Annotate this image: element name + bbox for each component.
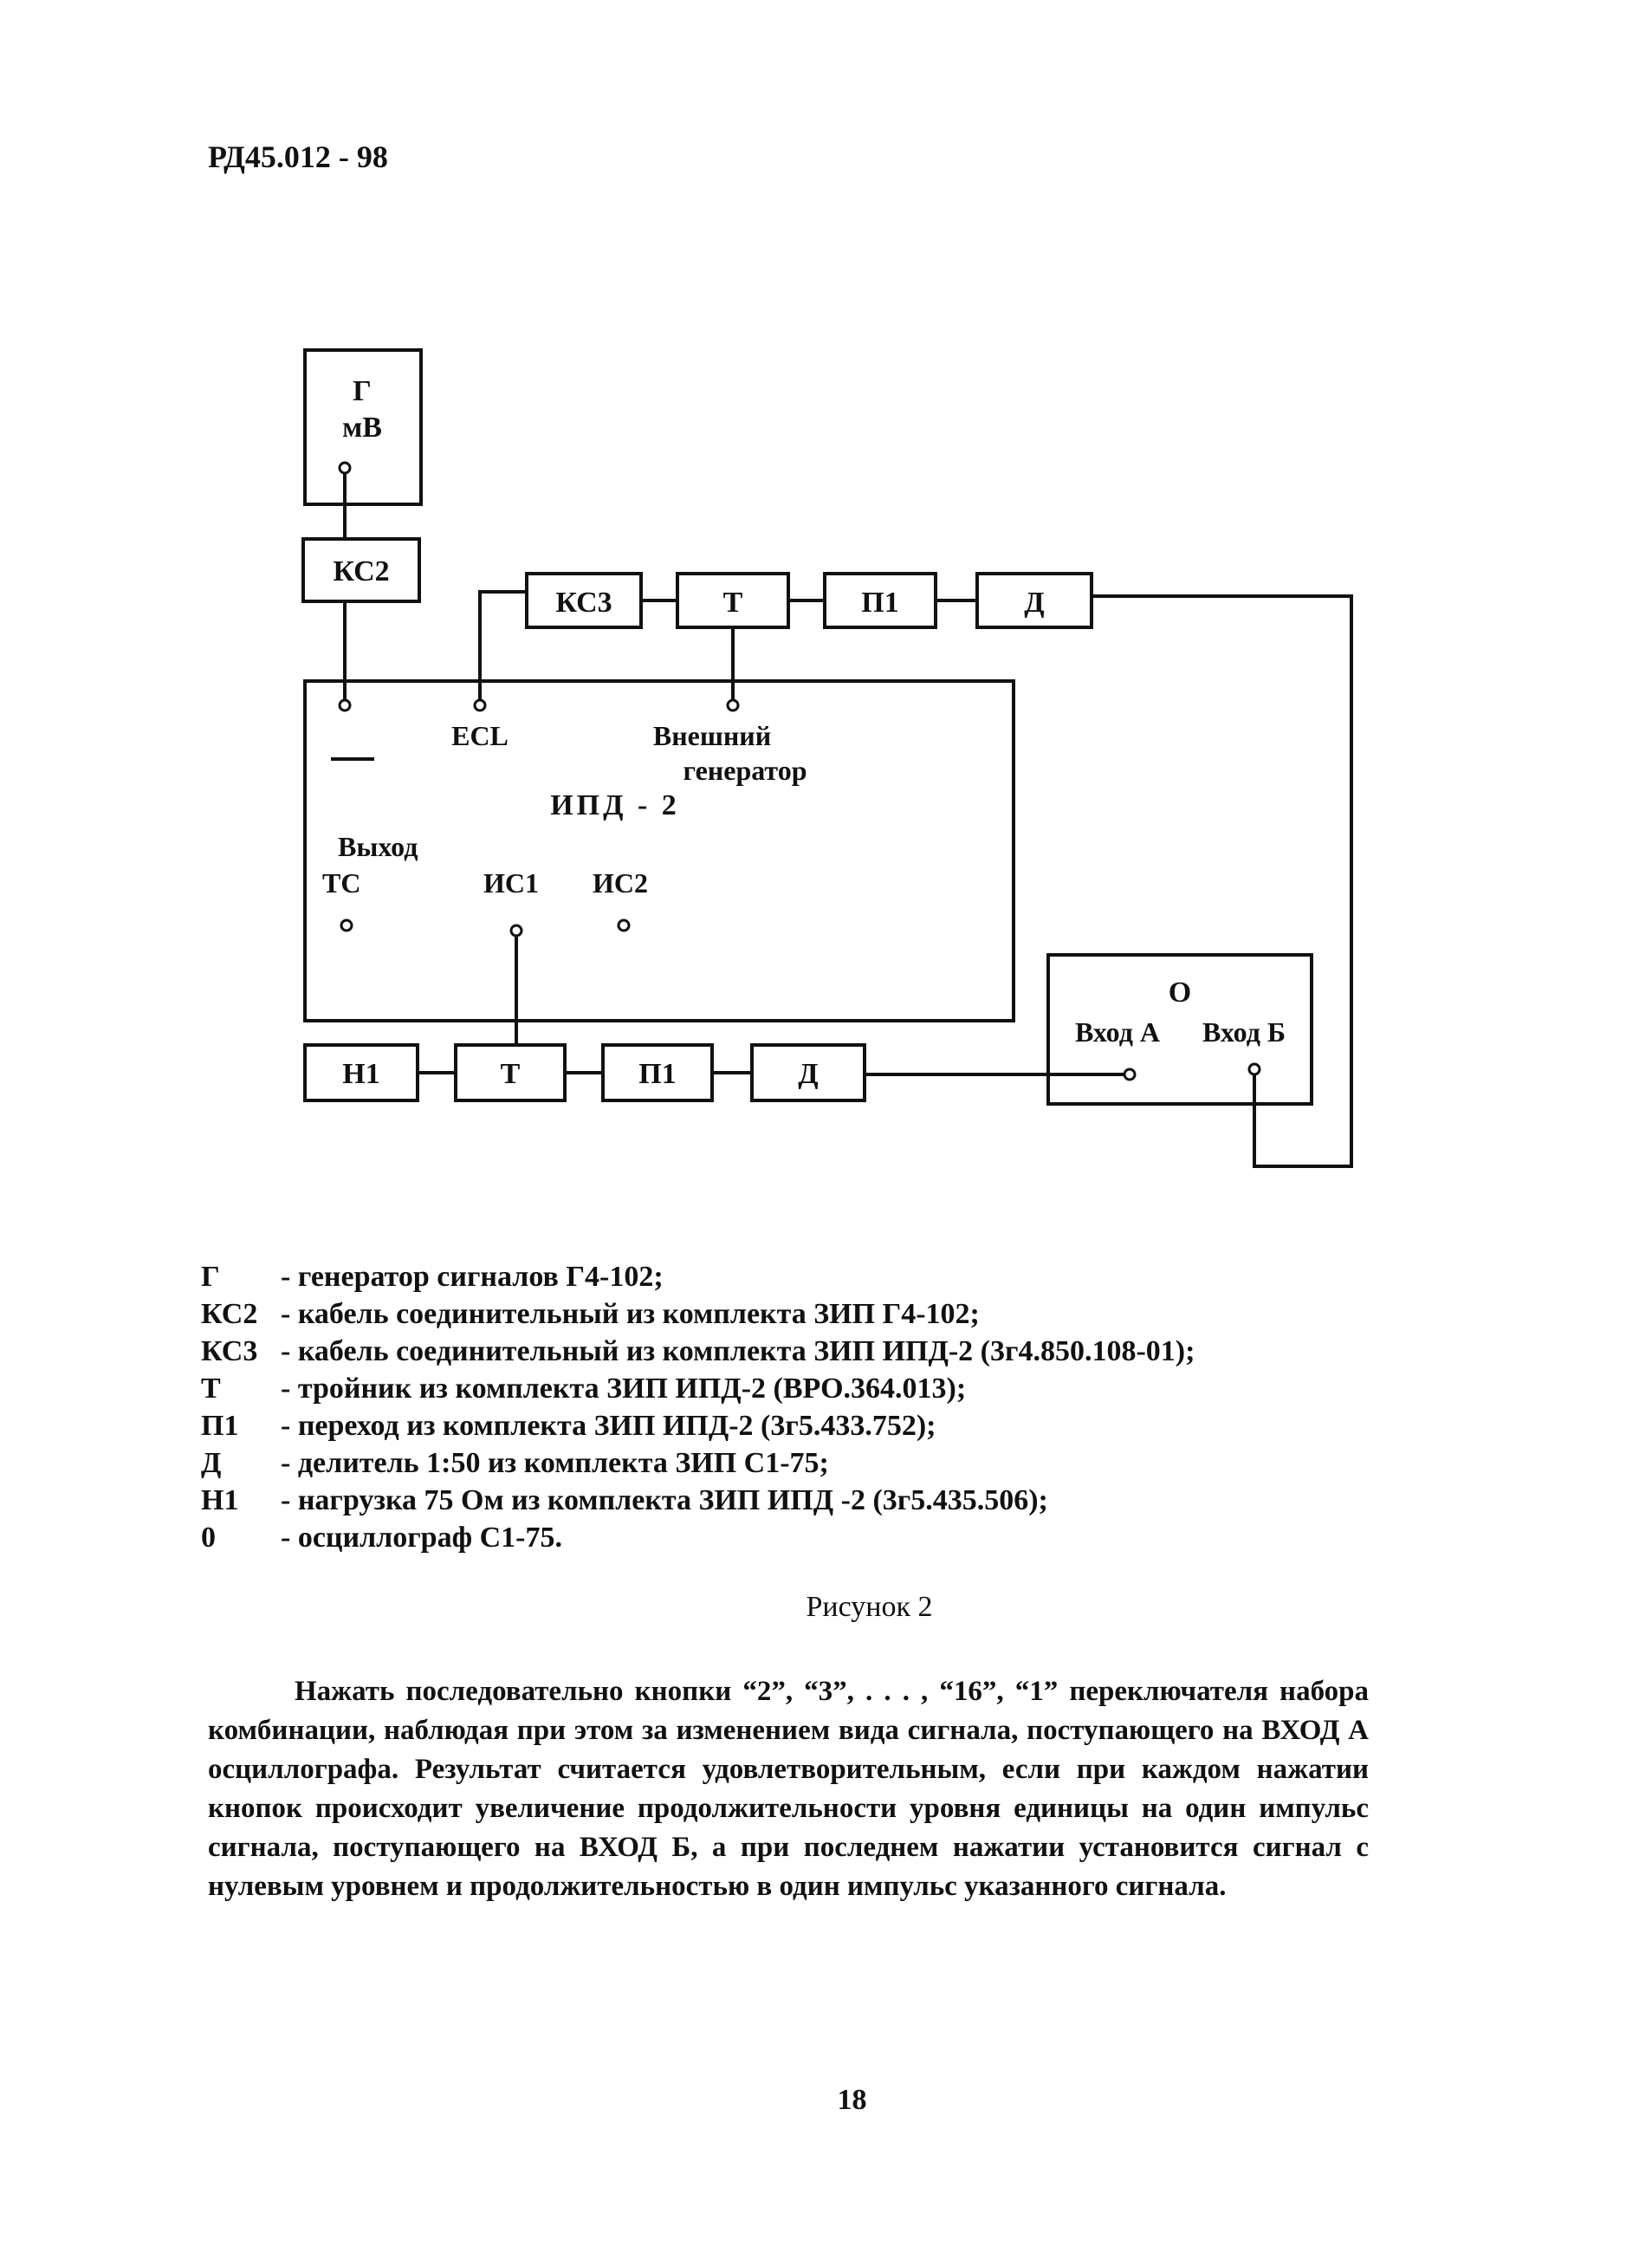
legend-text: - осциллограф С1-75. [281, 1522, 562, 1554]
legend-row: КС2 - кабель соединительный из комплекта… [201, 1295, 1195, 1333]
ipd2-box [303, 679, 1015, 1022]
output-label-2: ТС [322, 867, 360, 899]
generator-box [303, 348, 423, 506]
n1-label: Н1 [342, 1058, 379, 1090]
legend-symbol: КС3 [201, 1335, 258, 1367]
page-number: 18 [837, 2084, 867, 2116]
ext-gen-label-1: Внешний [653, 720, 771, 751]
legend-symbol: П1 [201, 1410, 239, 1442]
legend-text: - нагрузка 75 Ом из комплекта ЗИП ИПД -2… [281, 1484, 1048, 1516]
legend-text: - тройник из комплекта ЗИП ИПД-2 (ВРО.36… [281, 1373, 967, 1405]
is1-label: ИС1 [483, 867, 539, 899]
body-paragraph: Нажать последовательно кнопки “2”, “3”, … [208, 1676, 1369, 1902]
legend-symbol: Г [201, 1261, 220, 1293]
bottom-tee-label: Т [501, 1058, 521, 1090]
generator-label-2: мВ [342, 412, 382, 444]
top-p1-label: П1 [861, 587, 898, 619]
legend-symbol: 0 [201, 1522, 216, 1554]
bottom-d-label: Д [798, 1058, 818, 1090]
legend-text: - генератор сигналов Г4-102; [281, 1261, 664, 1293]
is2-label: ИС2 [593, 867, 648, 899]
legend-text: - кабель соединительный из комплекта ЗИП… [281, 1298, 980, 1330]
figure-caption: Рисунок 2 [806, 1591, 933, 1623]
oscilloscope-box [1046, 953, 1313, 1106]
legend-text: - кабель соединительный из комплекта ЗИП… [281, 1335, 1195, 1367]
legend-row: 0 - осциллограф С1-75. [201, 1519, 1195, 1556]
legend-symbol: Д [201, 1447, 222, 1479]
legend-row: КС3 - кабель соединительный из комплекта… [201, 1333, 1195, 1370]
legend-row: Н1 - нагрузка 75 Ом из комплекта ЗИП ИПД… [201, 1482, 1195, 1519]
ecl-label: ECL [451, 720, 509, 751]
legend-symbol: Н1 [201, 1484, 239, 1516]
legend-symbol: Т [201, 1373, 221, 1405]
wires [331, 471, 1353, 1168]
ipd2-title: ИПД - 2 [550, 789, 680, 821]
legend-text: - делитель 1:50 из комплекта ЗИП С1-75; [281, 1447, 829, 1479]
output-label-1: Выход [338, 831, 418, 862]
terminals [338, 461, 1261, 1081]
bottom-p1-label: П1 [638, 1058, 676, 1090]
legend: Г - генератор сигналов Г4-102; КС2 - каб… [201, 1258, 1195, 1556]
legend-row: П1 - переход из комплекта ЗИП ИПД-2 (3г5… [201, 1407, 1195, 1444]
legend-row: Г - генератор сигналов Г4-102; [201, 1258, 1195, 1295]
generator-label-1: Г [353, 375, 372, 407]
top-tee-label: Т [723, 587, 743, 619]
ks3-label: КС3 [555, 587, 612, 619]
legend-text: - переход из комплекта ЗИП ИПД-2 (3г5.43… [281, 1410, 936, 1442]
ext-gen-label-2: генератор [683, 755, 807, 786]
input-a-label: Вход А [1075, 1016, 1160, 1048]
document-code: РД45.012 - 98 [208, 140, 388, 174]
input-b-label: Вход Б [1202, 1016, 1286, 1048]
legend-row: Т - тройник из комплекта ЗИП ИПД-2 (ВРО.… [201, 1370, 1195, 1407]
ks2-box [301, 537, 421, 603]
legend-symbol: КС2 [201, 1298, 258, 1330]
ks2-label: КС2 [333, 555, 389, 587]
top-d-label: Д [1024, 587, 1044, 619]
legend-row: Д - делитель 1:50 из комплекта ЗИП С1-75… [201, 1444, 1195, 1482]
block-diagram: Г мВ КС2 КС3 Т П1 Д ECL Внешний генерато… [301, 348, 1353, 1168]
oscilloscope-label: О [1169, 977, 1191, 1009]
